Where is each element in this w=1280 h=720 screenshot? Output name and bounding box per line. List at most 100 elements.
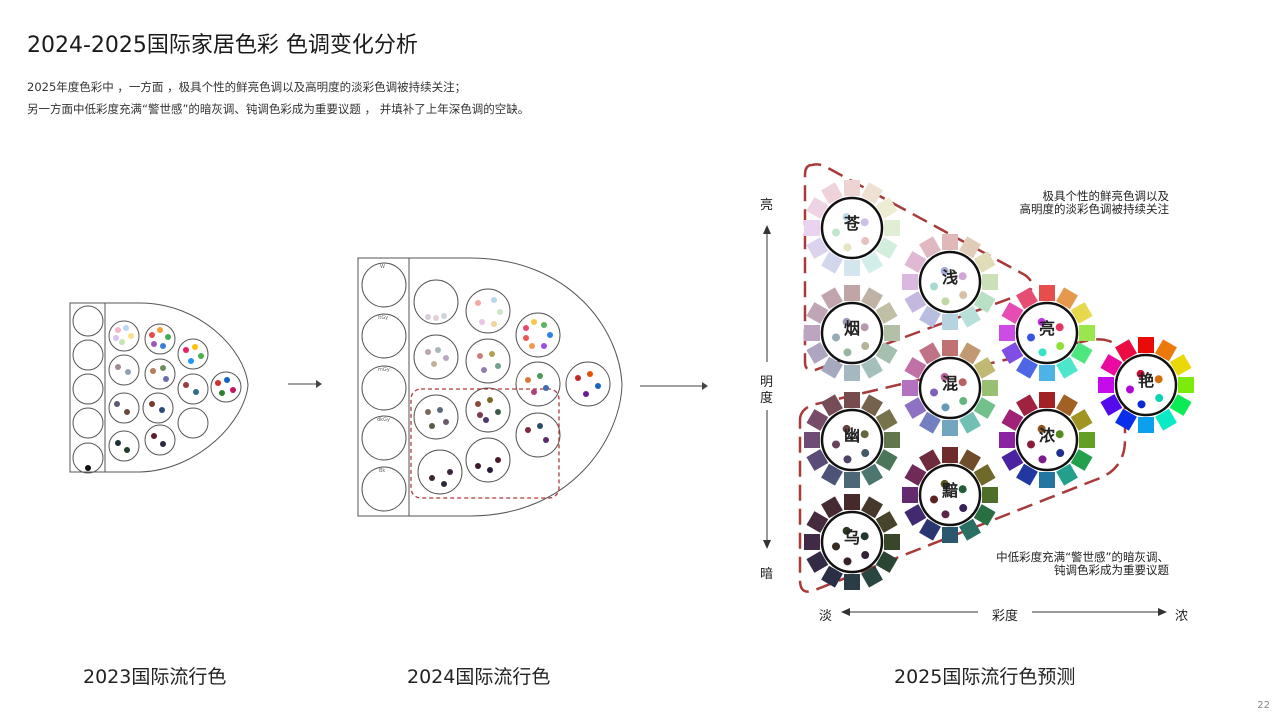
wheel-you xyxy=(804,392,900,488)
grid-label: ltGy xyxy=(378,315,389,321)
wheel-swatch xyxy=(1079,325,1095,341)
wheel-swatch xyxy=(844,392,860,408)
wheel-swatch xyxy=(1169,394,1192,416)
wheel-swatch xyxy=(902,487,918,503)
wheel-swatch xyxy=(844,365,860,381)
wheel-label: 苍 xyxy=(843,214,860,233)
wheel-swatch xyxy=(919,342,941,365)
wheel-swatch xyxy=(861,251,883,274)
wheel-swatch xyxy=(844,180,860,196)
wheel-dot xyxy=(832,440,841,449)
note-upper-line-2: 高明度的淡彩色调被持续关注 xyxy=(1019,202,1170,216)
wheel-swatch xyxy=(1138,417,1154,433)
wheel-swatch xyxy=(982,274,998,290)
wheel-swatch xyxy=(1001,409,1024,431)
axis-label-lightness-1: 明 xyxy=(760,375,774,390)
wheel-dot xyxy=(1027,440,1036,449)
wheel-swatch xyxy=(973,357,996,379)
wheel-swatch xyxy=(861,287,883,310)
wheel-dot xyxy=(860,218,869,227)
wheel-swatch xyxy=(1056,356,1078,379)
wheel-swatch xyxy=(904,397,927,419)
wheel-dot xyxy=(861,342,870,351)
description-line-1: 2025年度色彩中 ，一方面 ，极具个性的鲜亮色调以及高明度的淡彩色调被持续关注… xyxy=(27,80,467,94)
wheel-dot xyxy=(1136,369,1145,378)
wheel-swatch xyxy=(821,356,843,379)
wheel-swatch xyxy=(1056,287,1078,310)
wheel-hun xyxy=(902,340,998,436)
wheel-swatch xyxy=(844,260,860,276)
wheel-swatch xyxy=(942,314,958,330)
page-number: 22 xyxy=(1257,700,1270,711)
note-upper: 极具个性的鲜亮色调以及 高明度的淡彩色调被持续关注 xyxy=(1020,190,1170,216)
wheel-swatch xyxy=(1001,342,1024,364)
wheel-swatch xyxy=(875,409,898,431)
wheel-swatch xyxy=(861,394,883,417)
wheel-swatch xyxy=(1155,408,1177,431)
wheel-dot xyxy=(861,551,870,560)
wheel-dot xyxy=(1037,424,1046,433)
wheel-dot xyxy=(1055,430,1064,439)
wheel-swatch xyxy=(1115,408,1137,431)
wheel-swatch xyxy=(1079,432,1095,448)
wheel-swatch xyxy=(884,534,900,550)
wheel-swatch xyxy=(1155,339,1177,362)
caption-2025: 2025国际流行色预测 xyxy=(894,666,1076,688)
wheel-swatch xyxy=(959,518,981,541)
wheel-dot xyxy=(958,378,967,387)
wheel-swatch xyxy=(875,197,898,219)
wheel-swatch xyxy=(999,432,1015,448)
wheel-dot xyxy=(1056,449,1065,458)
wheel-swatch xyxy=(806,197,829,219)
wheel-swatch xyxy=(942,420,958,436)
wheel-swatch xyxy=(959,305,981,328)
wheel-swatch xyxy=(982,380,998,396)
wheel-swatch xyxy=(1056,394,1078,417)
wheel-swatch xyxy=(904,464,927,486)
wheel-swatch xyxy=(973,464,996,486)
wheel-dot xyxy=(832,228,841,237)
wheel-dot xyxy=(1027,333,1036,342)
wheel-dot xyxy=(860,323,869,332)
wheel-dot xyxy=(842,424,851,433)
wheel-label: 烟 xyxy=(843,319,860,338)
wheel-swatch xyxy=(806,511,829,533)
wheel-swatch xyxy=(821,463,843,486)
wheel-label: 艳 xyxy=(1137,371,1154,390)
wheel-swatch xyxy=(861,463,883,486)
wheel-label: 亮 xyxy=(1038,319,1055,338)
wheel-swatch xyxy=(875,551,898,573)
wheel-swatch xyxy=(821,394,843,417)
wheel-swatch xyxy=(904,251,927,273)
wheel-dot xyxy=(1056,342,1065,351)
wheel-qian xyxy=(902,234,998,330)
axis-label-pale: 淡 xyxy=(819,609,833,624)
tone-map-2023 xyxy=(69,302,249,474)
wheel-swatch xyxy=(1016,356,1038,379)
wheel-dot xyxy=(958,272,967,281)
wheel-cang xyxy=(804,180,900,276)
wheel-swatch xyxy=(884,432,900,448)
wheel-swatch xyxy=(942,527,958,543)
grid-label: mGy xyxy=(378,367,390,373)
wheel-dot xyxy=(1154,375,1163,384)
wheel-dot xyxy=(930,282,939,291)
wheel-swatch xyxy=(884,220,900,236)
wheel-swatch xyxy=(844,285,860,301)
wheel-swatch xyxy=(1016,394,1038,417)
wheel-swatch xyxy=(1039,285,1055,301)
wheel-dot xyxy=(843,557,852,566)
wheel-yan-vivid xyxy=(1098,337,1194,433)
wheel-swatch xyxy=(875,302,898,324)
wheel-swatch xyxy=(973,291,996,313)
wheel-swatch xyxy=(1001,302,1024,324)
wheel-liang xyxy=(999,285,1095,381)
grid-label: dkGy xyxy=(377,417,390,423)
wheel-swatch xyxy=(1100,354,1123,376)
wheel-label: 混 xyxy=(941,374,958,393)
wheel-swatch xyxy=(861,356,883,379)
wheel-swatch xyxy=(902,380,918,396)
wheel-swatch xyxy=(884,325,900,341)
wheel-swatch xyxy=(806,342,829,364)
